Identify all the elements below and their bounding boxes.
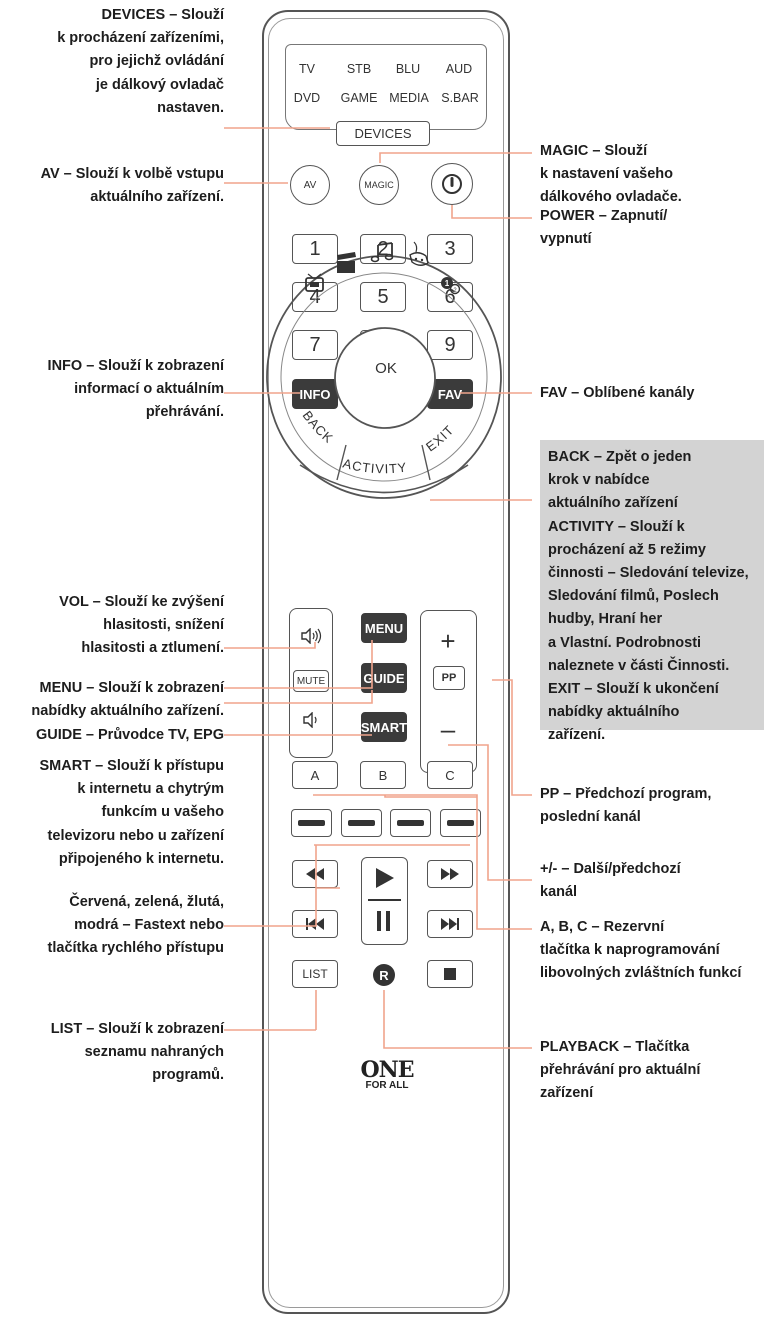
annotation-plus-minus: +/- – Další/předchozí kanál <box>540 858 760 904</box>
annotation-smart: SMART – Slouží k přístupu k internetu a … <box>4 755 224 871</box>
annotation-abc: A, B, C – Rezervní tlačítka k naprogramo… <box>540 916 764 986</box>
annotation-menu: MENU – Slouží k zobrazení nabídky aktuál… <box>4 677 224 723</box>
annotation-playback: PLAYBACK – Tlačítka přehrávání pro aktuá… <box>540 1036 760 1106</box>
annotation-guide: GUIDE – Průvodce TV, EPG <box>4 724 224 747</box>
annotation-av: AV – Slouží k volbě vstupu aktuálního za… <box>4 163 224 209</box>
annotation-info: INFO – Slouží k zobrazení informací o ak… <box>4 355 224 425</box>
annotation-vol: VOL – Slouží ke zvýšení hlasitosti, sníž… <box>4 591 224 661</box>
annotation-pp: PP – Předchozí program, poslední kanál <box>540 783 760 829</box>
annotation-fav: FAV – Oblíbené kanály <box>540 382 760 405</box>
annotation-list: LIST – Slouží k zobrazení seznamu nahran… <box>4 1018 224 1088</box>
annotation-devices: DEVICES – Slouží k procházení zařízeními… <box>4 4 224 120</box>
annotation-colors: Červená, zelená, žlutá, modrá – Fastext … <box>4 891 224 961</box>
annotation-power: POWER – Zapnutí/ vypnutí <box>540 205 760 251</box>
annotation-magic: MAGIC – Slouží k nastavení vašeho dálkov… <box>540 140 760 210</box>
annotation-back-activity-exit: BACK – Zpět o jeden krok v nabídce aktuá… <box>548 446 762 748</box>
